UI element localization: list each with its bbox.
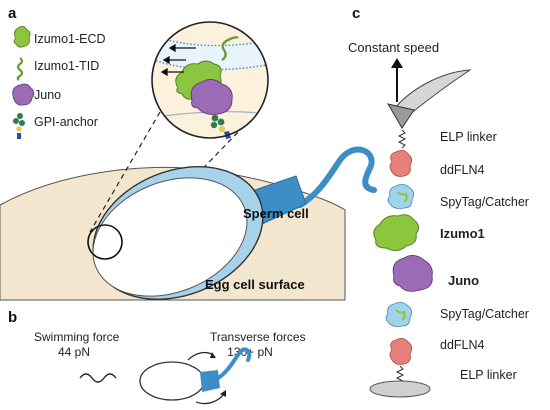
panel-b: b Swimming force 44 pN Transverse forces… bbox=[8, 309, 306, 405]
zoom-source-circle bbox=[87, 224, 123, 260]
swimming-force-label: Swimming force bbox=[34, 330, 120, 344]
spy-catcher-top bbox=[387, 184, 414, 209]
juno-icon bbox=[12, 83, 35, 106]
panel-a: a Izumo1-ECD Izumo1-TID Juno bbox=[0, 5, 377, 301]
chain-label-juno: Juno bbox=[448, 273, 479, 288]
juno-protein bbox=[392, 255, 433, 292]
izumo-tid-icon bbox=[16, 57, 24, 81]
transverse-arrow-bottom bbox=[195, 393, 225, 405]
chain-label-ddfln4-top: ddFLN4 bbox=[440, 163, 485, 177]
spy-catcher-bottom bbox=[385, 302, 412, 327]
constant-speed-label: Constant speed bbox=[348, 40, 439, 55]
legend: Izumo1-ECD Izumo1-TID Juno GPI-anchor bbox=[12, 26, 106, 139]
zoom-force-arrows bbox=[160, 43, 196, 77]
zoom-izumo-tid bbox=[221, 36, 239, 61]
elp-linker-top bbox=[397, 129, 407, 149]
panel-b-letter: b bbox=[8, 309, 17, 326]
chain-label-izumo1: Izumo1 bbox=[440, 226, 485, 241]
izumo1-protein bbox=[373, 214, 419, 251]
gpi-anchor-icon bbox=[13, 113, 25, 139]
chain-label-spy-top: SpyTag/Catcher bbox=[440, 195, 529, 209]
panel-c-letter: c bbox=[352, 5, 360, 22]
swimming-wave bbox=[79, 373, 117, 383]
ddfln4-bottom bbox=[389, 338, 412, 365]
sperm-cell-label: Sperm cell bbox=[243, 206, 309, 221]
transverse-arrow-top bbox=[187, 351, 215, 361]
zoom-juno bbox=[190, 79, 233, 115]
transverse-force-label: Transverse forces bbox=[210, 330, 306, 344]
chain-label-ddfln4-bottom: ddFLN4 bbox=[440, 338, 485, 352]
sperm-cell bbox=[87, 146, 377, 300]
ddfln4-top bbox=[389, 150, 412, 177]
legend-label-izumo-ecd: Izumo1-ECD bbox=[34, 32, 106, 46]
sperm-small bbox=[139, 347, 252, 401]
legend-label-izumo-tid: Izumo1-TID bbox=[34, 59, 99, 73]
afm-cantilever bbox=[386, 69, 472, 129]
swimming-force-value: 44 pN bbox=[58, 345, 90, 359]
chain-label-elp-top: ELP linker bbox=[440, 130, 497, 144]
surface-disk bbox=[369, 380, 431, 398]
izumo-ecd-icon bbox=[13, 26, 31, 48]
panel-a-letter: a bbox=[8, 5, 17, 22]
legend-label-juno: Juno bbox=[34, 88, 61, 102]
legend-label-gpi-anchor: GPI-anchor bbox=[34, 115, 98, 129]
egg-cell-label: Egg cell surface bbox=[205, 277, 305, 292]
chain-label-spy-bottom: SpyTag/Catcher bbox=[440, 307, 529, 321]
zoom-inset bbox=[151, 21, 269, 139]
chain-label-elp-bottom: ELP linker bbox=[460, 368, 517, 382]
panel-c: c Constant speed ELP linker bbox=[348, 5, 529, 398]
